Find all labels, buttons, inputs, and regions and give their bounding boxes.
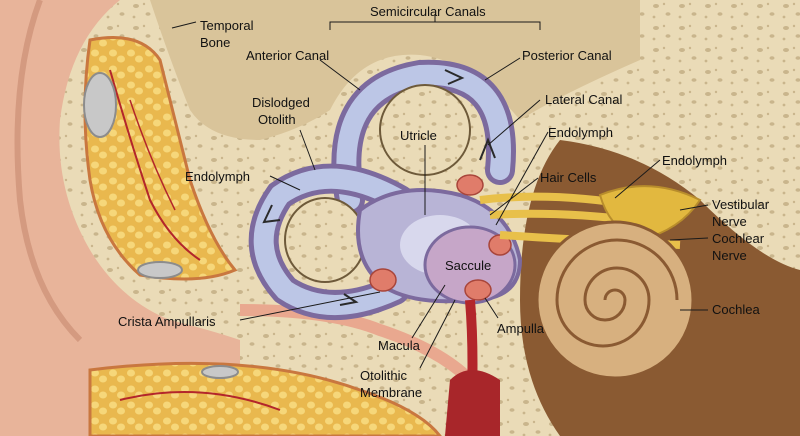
label-semicircular-canals: Semicircular Canals [370,4,486,19]
leader-hair-cells [489,177,539,216]
blood-vessel-lower [119,391,281,411]
label-saccule: Saccule [445,258,491,273]
label-posterior-canal: Posterior Canal [522,48,612,63]
leader-crista-ampullaris [239,291,381,321]
leader-endolymph-left [269,175,301,191]
ear-fold [14,0,83,343]
fatty-tissue-upper [83,36,238,281]
label-macula: Macula [378,338,421,353]
crista-upper [456,174,484,196]
label-lateral-canal: Lateral Canal [545,92,622,107]
label-temporal-bone-1: Temporal [200,18,254,33]
leader-ampulla [484,297,499,319]
ear-cartilage-upper [83,72,117,138]
flow-arrow-right [479,137,496,161]
leader-anterior-canal [319,59,361,91]
label-otolithic-membrane-2: Membrane [360,385,422,400]
leader-cochlear-nerve [669,237,709,241]
crista-lower [369,268,397,292]
label-vestibular-nerve-2: Nerve [712,214,747,229]
crista-ampulla [464,279,492,301]
cochlea [535,220,695,380]
label-ampulla: Ampulla [497,321,545,336]
flow-arrow-top [444,69,465,85]
blood-vessel-left-2 [129,99,176,211]
label-endolymph-right: Endolymph [662,153,727,168]
leader-dislodged-otolith [299,129,316,171]
leader-endolymph-right [614,159,661,199]
leader-temporal-bone [171,21,197,29]
leader-posterior-canal [484,57,521,81]
label-vestibular-nerve-1: Vestibular [712,197,770,212]
flow-arrow-bottom [339,293,359,306]
fatty-tissue-lower [88,361,442,436]
cartilage-lower [201,365,239,379]
outer-ear-skin [0,0,240,436]
label-crista-ampullaris: Crista Ampullaris [118,314,216,329]
lateral-canal-core [284,197,366,283]
lateral-canal-fluid [253,168,410,315]
label-endolymph-mid: Endolymph [548,125,613,140]
label-cochlear-nerve-2: Nerve [712,248,747,263]
label-hair-cells: Hair Cells [540,170,597,185]
label-cochlea: Cochlea [712,302,760,317]
leader-otolithic-membrane [419,299,456,369]
label-endolymph-left: Endolymph [185,169,250,184]
leader-vestibular-nerve [679,204,709,211]
label-otolithic-membrane-1: Otolithic [360,368,407,383]
label-dislodged-otolith-2: Otolith [258,112,296,127]
flow-arrow-left [262,204,281,224]
ear-cartilage-lower [137,261,183,279]
anterior-canal-fluid [336,64,511,210]
label-anterior-canal: Anterior Canal [246,48,329,63]
cochlea-spiral [555,238,679,348]
upper-bone-cavity [150,0,640,140]
label-temporal-bone-2: Bone [200,35,230,50]
leader-macula [411,284,446,339]
tissue-tube [239,304,475,385]
label-cochlear-nerve-1: Cochlear [712,231,765,246]
leader-lateral-canal [487,99,541,146]
label-dislodged-otolith-1: Dislodged [252,95,310,110]
cochlea-outer [535,220,695,380]
blood-vessel-left [109,69,201,261]
label-utricle: Utricle [400,128,437,143]
semicircular-canals [248,59,523,320]
vessel-base [445,370,500,436]
leader-endolymph-mid [495,131,549,226]
